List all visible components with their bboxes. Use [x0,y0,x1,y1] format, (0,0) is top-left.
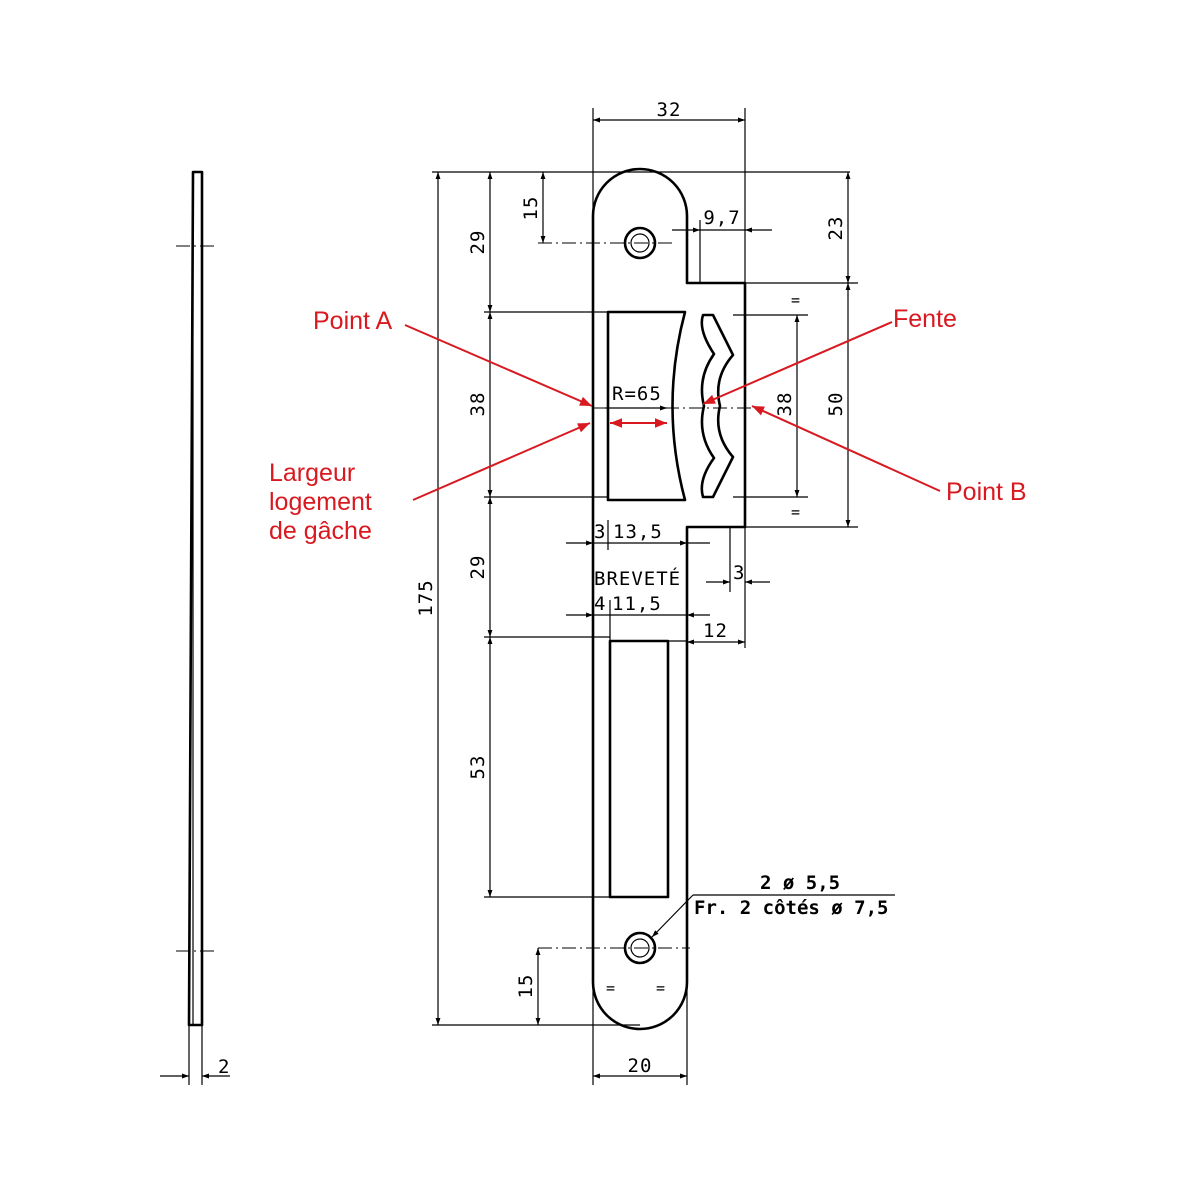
thickness-dim: 2 [218,1056,230,1078]
dim-top-segment: 23 [825,216,847,241]
patent-label: BREVETÉ [594,567,681,590]
lower-recess [608,639,670,899]
mounting-hole-top [623,226,657,260]
mounting-hole-bottom [623,931,657,965]
callout-point-b-arrow [751,405,941,492]
callout-fente: Fente [893,305,957,333]
dim-width-11-5: 11,5 [612,593,662,615]
hole-spec-note: 2 ø 5,5 [760,872,840,894]
dim-radius: R=65 [612,383,662,405]
equal-mark-lower-right: = [791,503,801,521]
callout-fente-arrow [702,321,893,405]
dim-first-section: 29 [467,230,489,255]
side-view-profile [187,170,204,1027]
spring-slot-fente [700,313,735,499]
dim-recess: 53 [467,755,489,780]
dim-gap-3: 3 [594,521,606,543]
callouts: Point A Fente Point B Largeur logement d… [269,305,1027,545]
callout-point-b: Point B [946,478,1027,506]
latch-window [606,310,687,502]
callout-largeur-arrow [412,422,591,501]
dim-hole-top: 15 [520,196,542,221]
dim-lip: 3 [733,562,745,584]
dim-keep-height: 38 [467,392,489,417]
dim-gap-4: 4 [594,593,606,615]
dim-second-section: 29 [467,555,489,580]
dim-slot-height: 38 [774,392,796,417]
countersink-note: Fr. 2 côtés ø 7,5 [694,897,888,919]
equal-mark-bottom-right: = [656,979,666,997]
dim-bottom-tab: 9,7 [703,207,740,229]
callout-point-a: Point A [313,307,393,335]
equal-mark-top-right: = [791,291,801,309]
side-view: 2 [160,170,230,1085]
dim-width-top: 32 [657,99,682,121]
callout-largeur-1: Largeur [269,459,355,487]
callout-largeur-2: logement [269,488,372,516]
equal-mark-bottom-left: = [606,979,616,997]
dim-rise: 50 [825,392,847,417]
dim-total: 175 [415,579,437,616]
dim-hole-bottom: 15 [515,974,537,999]
callout-point-a-arrow [404,324,593,407]
dim-width-13-5: 13,5 [613,521,663,543]
dim-step-12: 12 [703,620,728,642]
callout-largeur-3: de gâche [269,517,372,545]
dimensions: 32 9,7 23 15 29 38 29 53 175 15 38 = [415,99,895,1079]
dim-width-bottom: 20 [628,1055,653,1077]
